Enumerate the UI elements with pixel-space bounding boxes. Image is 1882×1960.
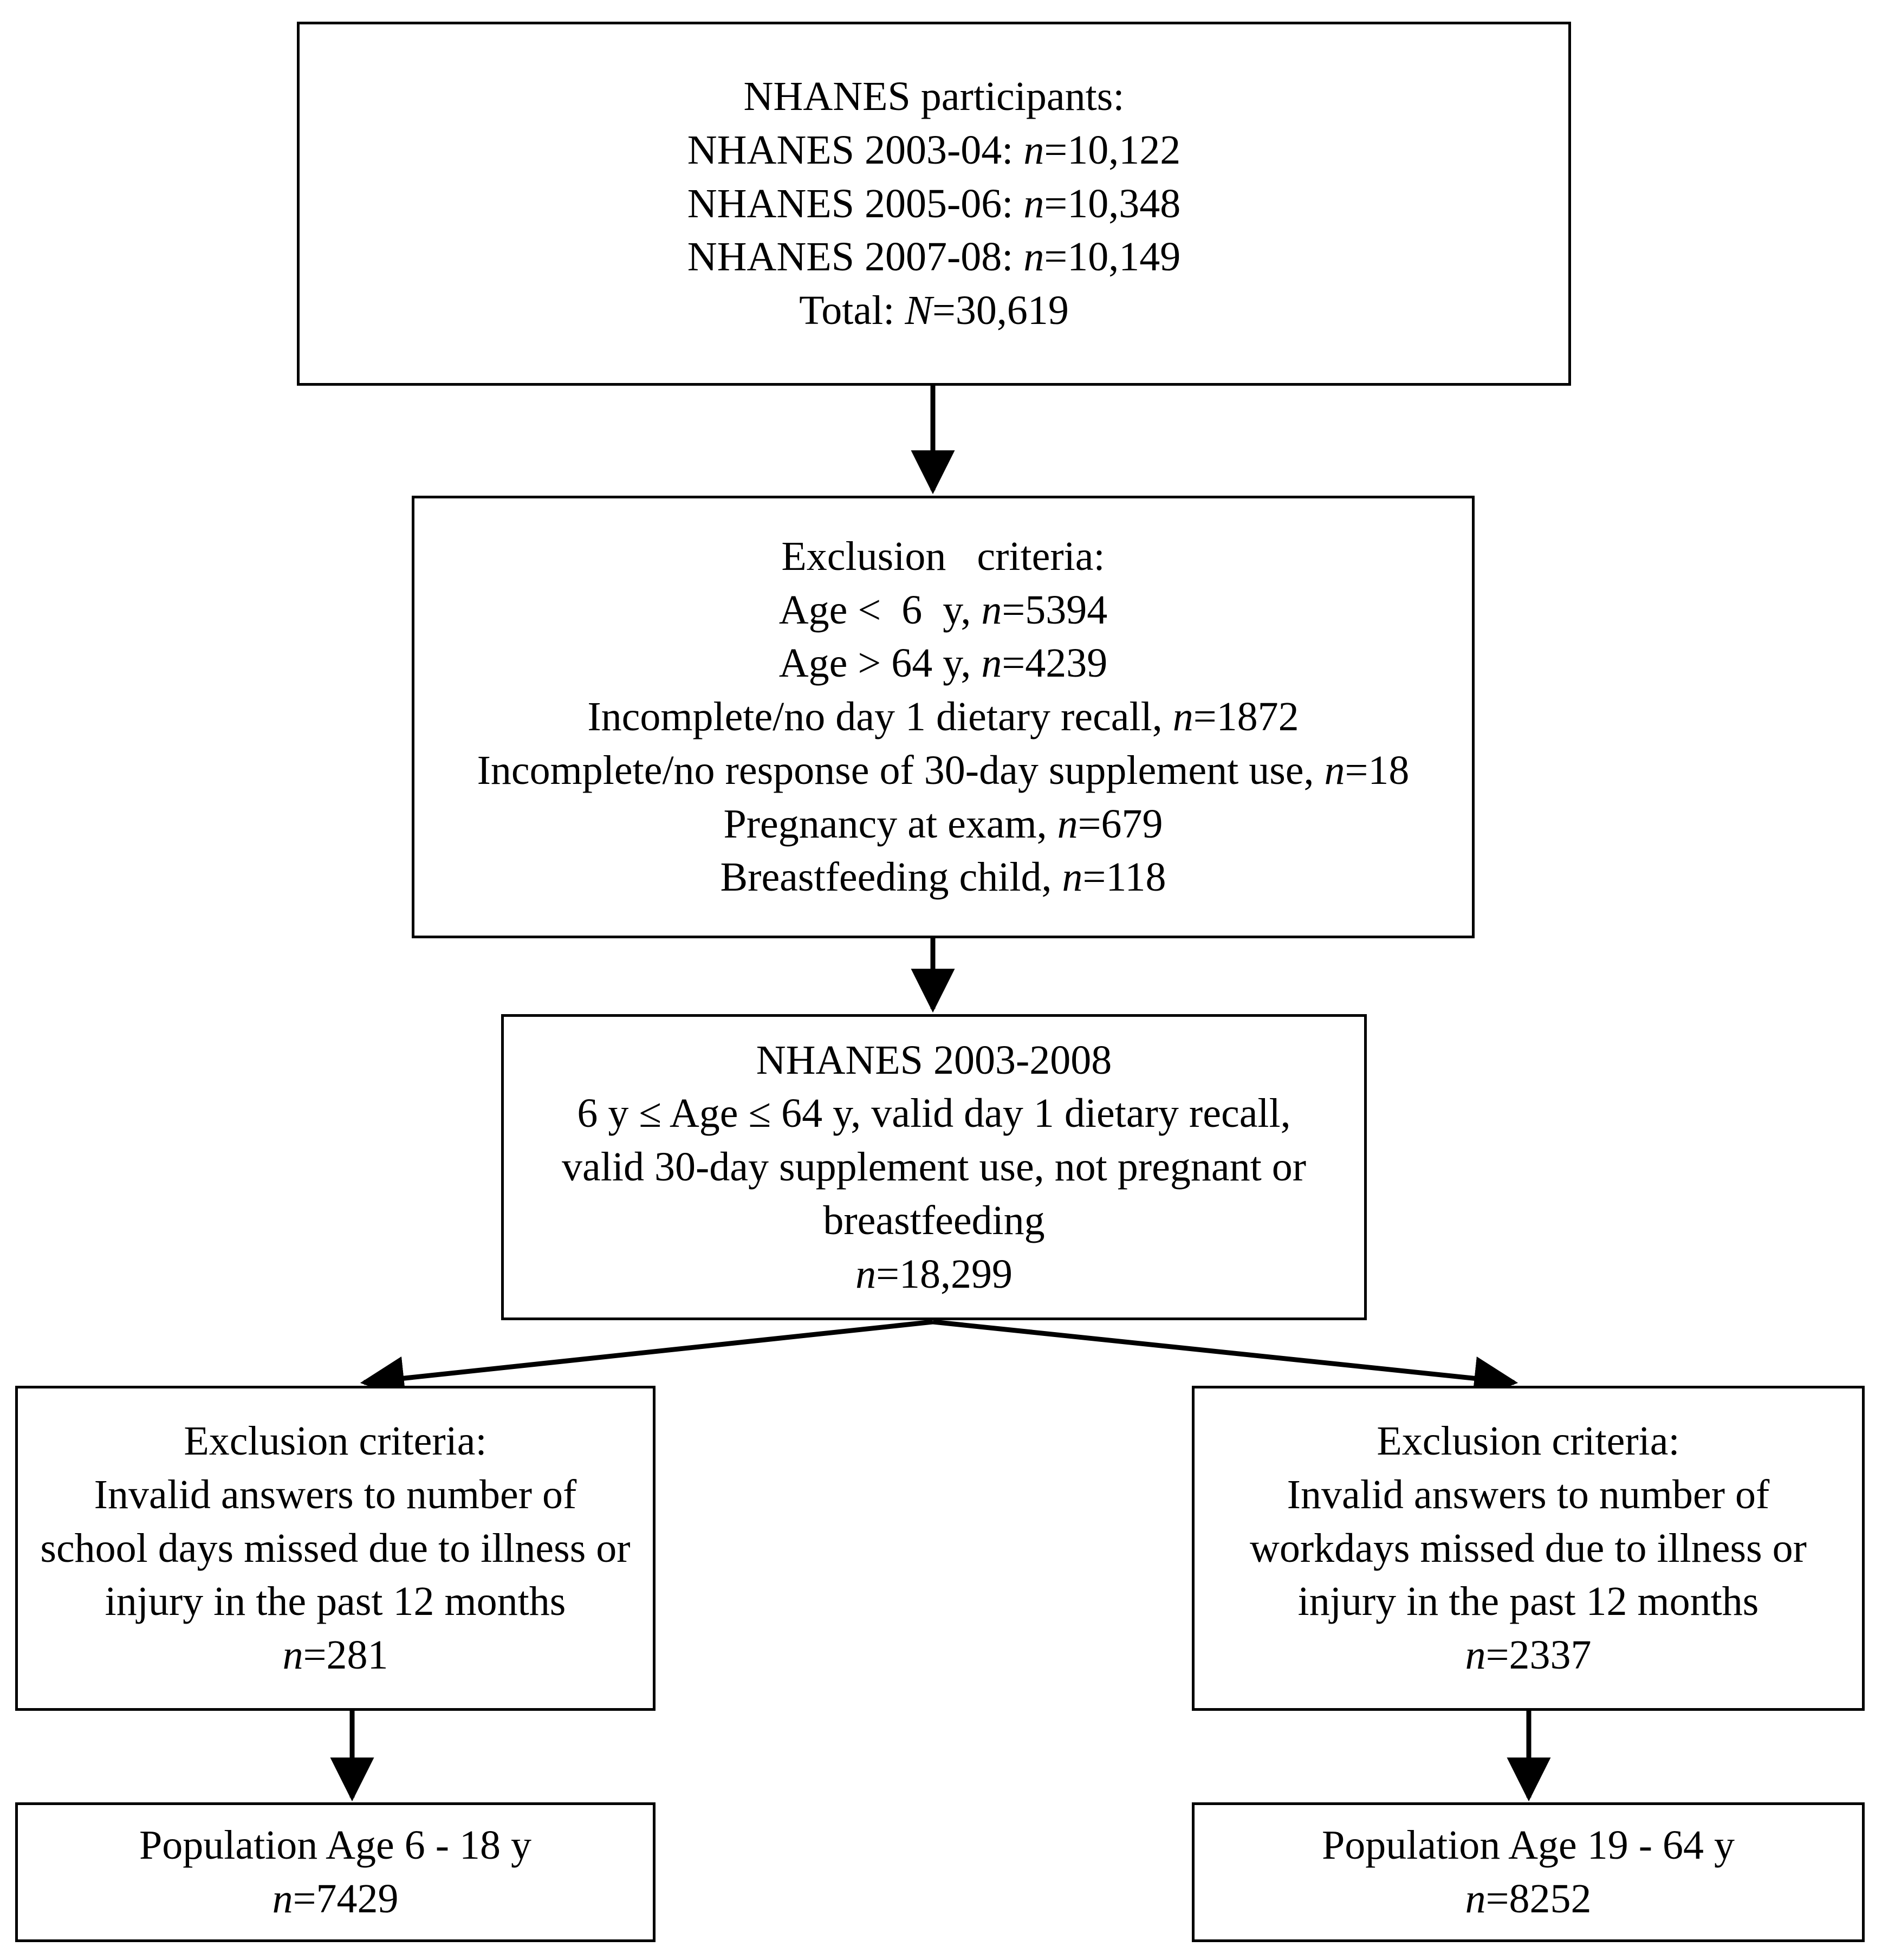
exclusion-school-desc-line-2: school days missed due to illness or xyxy=(40,1525,631,1571)
node-exclusion-criteria-school-days: Exclusion criteria: Invalid answers to n… xyxy=(15,1386,656,1711)
node-analytic-cohort: NHANES 2003-2008 6 y ≤ Age ≤ 64 y, valid… xyxy=(501,1014,1367,1320)
exclusion-school-count: n=281 xyxy=(282,1632,388,1678)
population-adult-count: n=8252 xyxy=(1465,1876,1592,1922)
node-population-age-19-64: Population Age 19 - 64 y n=8252 xyxy=(1192,1802,1865,1942)
exclusion-1-item-age-max: Age > 64 y, n=4239 xyxy=(778,640,1108,686)
exclusion-school-desc-line-3: injury in the past 12 months xyxy=(105,1579,566,1625)
exclusion-1-item-pregnancy: Pregnancy at exam, n=679 xyxy=(723,801,1163,847)
population-child-heading: Population Age 6 - 18 y xyxy=(139,1822,532,1868)
exclusion-work-desc-line-2: workdays missed due to illness or xyxy=(1249,1525,1807,1571)
population-adult-heading: Population Age 19 - 64 y xyxy=(1321,1822,1735,1868)
source-heading: NHANES participants: xyxy=(743,74,1125,119)
source-cycle-2003: NHANES 2003-04: n=10,122 xyxy=(687,127,1181,173)
node-exclusion-criteria-primary: Exclusion criteria: Age < 6 y, n=5394 Ag… xyxy=(412,496,1475,938)
source-cycle-2007: NHANES 2007-08: n=10,149 xyxy=(687,234,1181,280)
node-cohort-text: NHANES 2003-2008 6 y ≤ Age ≤ 64 y, valid… xyxy=(504,1034,1364,1301)
cohort-desc-line-1: 6 y ≤ Age ≤ 64 y, valid day 1 dietary re… xyxy=(577,1091,1291,1137)
node-nhanes-participants: NHANES participants: NHANES 2003-04: n=1… xyxy=(297,22,1571,386)
node-population-age-6-18: Population Age 6 - 18 y n=7429 xyxy=(15,1802,656,1942)
edge-cohort-to-exclusion-school xyxy=(360,1319,933,1400)
cohort-heading: NHANES 2003-2008 xyxy=(756,1037,1112,1083)
node-exclusion-criteria-workdays: Exclusion criteria: Invalid answers to n… xyxy=(1192,1386,1865,1711)
node-exclusion-school-text: Exclusion criteria: Invalid answers to n… xyxy=(18,1414,653,1682)
node-exclusion-1-text: Exclusion criteria: Age < 6 y, n=5394 Ag… xyxy=(414,530,1472,905)
source-total: Total: N=30,619 xyxy=(799,288,1069,334)
edge-cohort-to-exclusion-work xyxy=(932,1319,1518,1400)
node-source-text: NHANES participants: NHANES 2003-04: n=1… xyxy=(300,70,1568,338)
exclusion-1-item-age-min: Age < 6 y, n=5394 xyxy=(778,587,1108,633)
exclusion-work-desc-line-1: Invalid answers to number of xyxy=(1287,1471,1770,1517)
cohort-desc-line-2: valid 30-day supplement use, not pregnan… xyxy=(561,1144,1306,1190)
exclusion-school-heading: Exclusion criteria: xyxy=(184,1418,487,1464)
exclusion-work-count: n=2337 xyxy=(1465,1632,1592,1678)
exclusion-school-desc-line-1: Invalid answers to number of xyxy=(94,1471,577,1517)
population-child-count: n=7429 xyxy=(272,1876,399,1922)
exclusion-work-heading: Exclusion criteria: xyxy=(1377,1418,1680,1464)
exclusion-1-item-supplement-use: Incomplete/no response of 30-day supplem… xyxy=(477,747,1410,793)
node-exclusion-work-text: Exclusion criteria: Invalid answers to n… xyxy=(1195,1414,1862,1682)
node-population-child-text: Population Age 6 - 18 y n=7429 xyxy=(18,1819,653,1926)
source-cycle-2005: NHANES 2005-06: n=10,348 xyxy=(687,180,1181,226)
exclusion-work-desc-line-3: injury in the past 12 months xyxy=(1297,1579,1759,1625)
node-population-adult-text: Population Age 19 - 64 y n=8252 xyxy=(1195,1819,1862,1926)
cohort-desc-line-3: breastfeeding xyxy=(823,1197,1045,1243)
exclusion-1-heading: Exclusion criteria: xyxy=(781,533,1105,579)
exclusion-1-item-dietary-recall: Incomplete/no day 1 dietary recall, n=18… xyxy=(587,694,1299,740)
cohort-count: n=18,299 xyxy=(855,1251,1013,1297)
exclusion-1-item-breastfeeding: Breastfeeding child, n=118 xyxy=(720,854,1166,900)
